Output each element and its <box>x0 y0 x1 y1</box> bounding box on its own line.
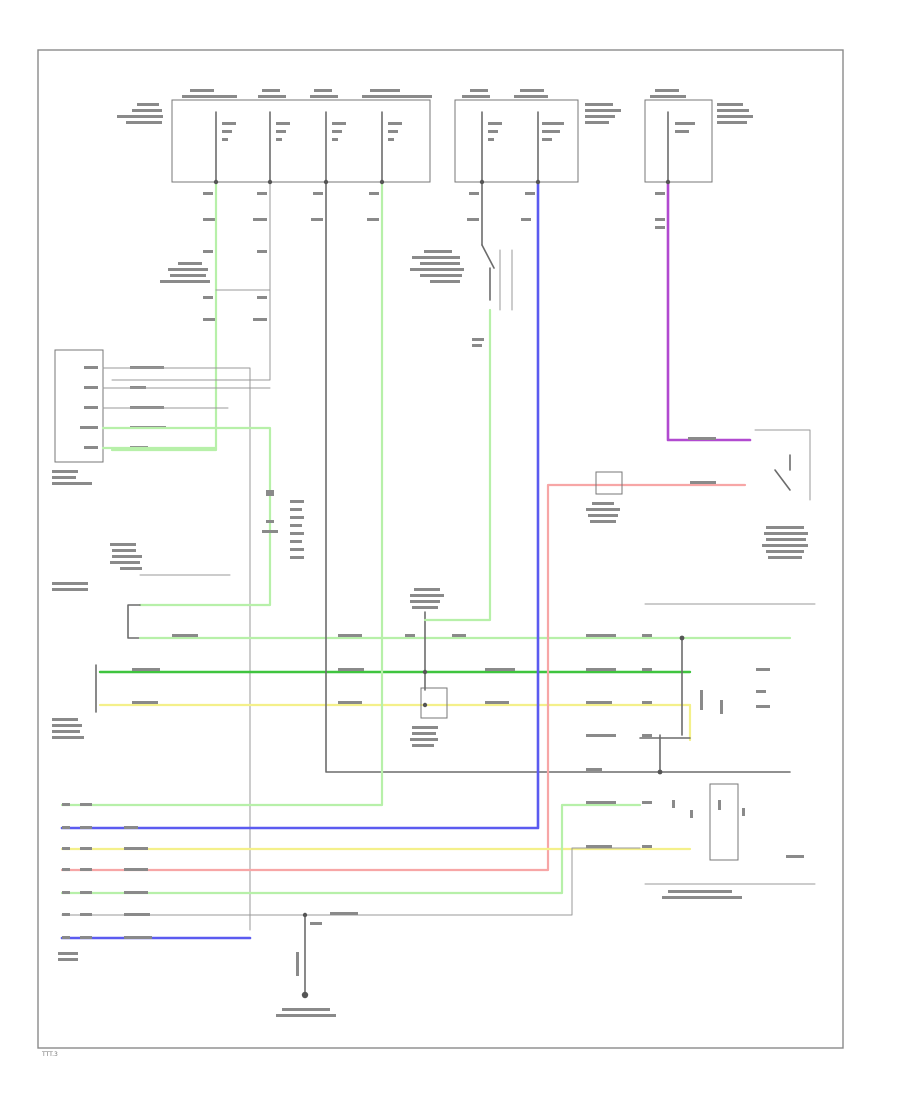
wire-blk-ground <box>325 181 791 773</box>
wire-purple <box>666 180 752 442</box>
harness-labels-bottom-left <box>58 803 152 961</box>
wire-gry-ecm <box>111 181 271 381</box>
junction-connector <box>420 687 448 719</box>
fuse-box-captions <box>117 89 753 124</box>
wire-grn-row <box>60 803 642 895</box>
diagram-frame <box>37 49 844 1049</box>
wire-ecm-1 <box>102 367 251 931</box>
fuse-box-right <box>644 99 713 183</box>
ground-label <box>276 912 358 1017</box>
light-sensor-marks <box>672 800 804 858</box>
light-sensor-box <box>709 783 739 861</box>
brake-switch <box>410 181 513 347</box>
ecm-pins <box>52 366 166 485</box>
left-bottom-module-label <box>52 718 84 739</box>
resistor-symbol <box>262 490 304 559</box>
fuse-box-center <box>454 99 579 183</box>
lamp-cluster <box>586 690 766 848</box>
junction-connector-label <box>410 588 444 747</box>
splice-nodes <box>213 179 685 918</box>
corner-label: TTT.3 <box>41 1051 58 1058</box>
wire-gry-row <box>61 847 641 916</box>
wire-switch-green <box>423 308 492 622</box>
right-lower-label <box>662 890 742 899</box>
park-neutral-switch <box>754 429 811 559</box>
row-labels <box>132 634 770 708</box>
junction-label-left <box>160 250 267 321</box>
wire-module-bracket <box>127 604 141 639</box>
inline-fuse <box>595 471 623 495</box>
wire-grn-ecm <box>110 180 218 452</box>
ground-terminal <box>301 991 309 999</box>
connector-labels-top <box>203 192 665 229</box>
inline-fuse-label <box>586 437 716 523</box>
wire-blue <box>60 180 540 830</box>
fuse-box-left <box>171 99 431 183</box>
wire-red <box>60 483 747 872</box>
wire-ecm-4 <box>101 426 272 607</box>
speed-sensor-module <box>52 543 142 591</box>
engine-control-module <box>54 349 104 463</box>
fuse-symbols <box>222 122 695 141</box>
wire-grn-bottom <box>60 180 384 807</box>
